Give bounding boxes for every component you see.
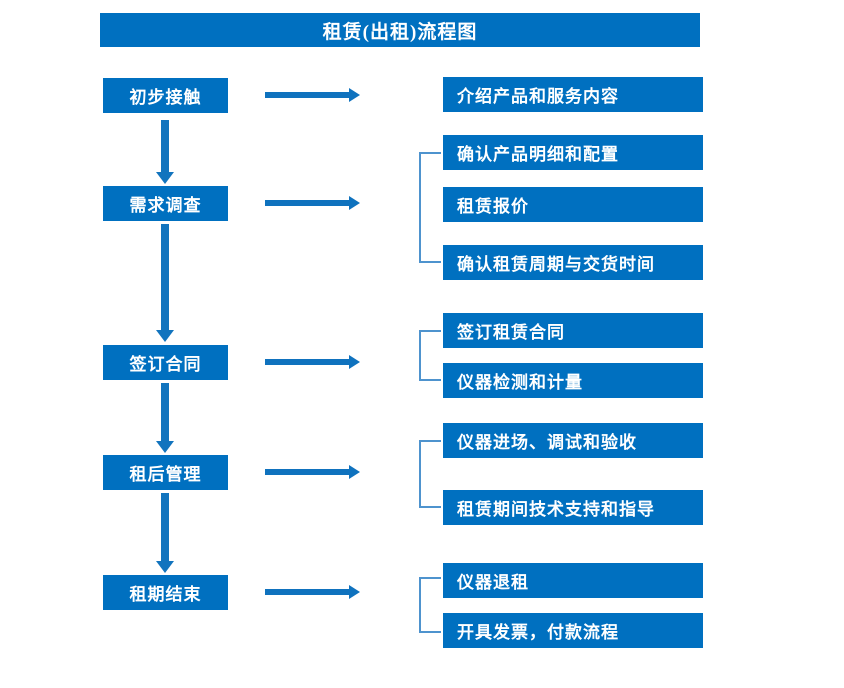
right-arrow-stage-4 [265,465,360,479]
stage-box-5[interactable]: 租期结束 [103,575,228,610]
stage-box-3[interactable]: 签订合同 [103,345,228,380]
bracket-group-2 [419,330,441,381]
detail-box-1[interactable]: 介绍产品和服务内容 [443,77,703,112]
detail-box-10[interactable]: 开具发票，付款流程 [443,613,703,648]
down-arrow-1-to-2 [156,120,174,184]
down-arrow-4-to-5 [156,493,174,573]
detail-box-8[interactable]: 租赁期间技术支持和指导 [443,490,703,525]
down-arrow-2-to-3 [156,224,174,342]
right-arrow-stage-2 [265,196,360,210]
right-arrow-stage-3 [265,355,360,369]
stage-box-4[interactable]: 租后管理 [103,455,228,490]
page-title: 租赁(出租)流程图 [100,13,700,47]
bracket-group-3 [419,440,441,508]
stage-box-2[interactable]: 需求调查 [103,186,228,221]
detail-box-4[interactable]: 确认租赁周期与交货时间 [443,245,703,280]
down-arrow-3-to-4 [156,383,174,453]
detail-box-7[interactable]: 仪器进场、调试和验收 [443,423,703,458]
stage-box-1[interactable]: 初步接触 [103,78,228,113]
bracket-group-1 [419,152,441,263]
detail-box-9[interactable]: 仪器退租 [443,563,703,598]
right-arrow-stage-1 [265,88,360,102]
right-arrow-stage-5 [265,585,360,599]
detail-box-2[interactable]: 确认产品明细和配置 [443,135,703,170]
detail-box-6[interactable]: 仪器检测和计量 [443,363,703,398]
detail-box-3[interactable]: 租赁报价 [443,187,703,222]
bracket-group-4 [419,577,441,633]
detail-box-5[interactable]: 签订租赁合同 [443,313,703,348]
